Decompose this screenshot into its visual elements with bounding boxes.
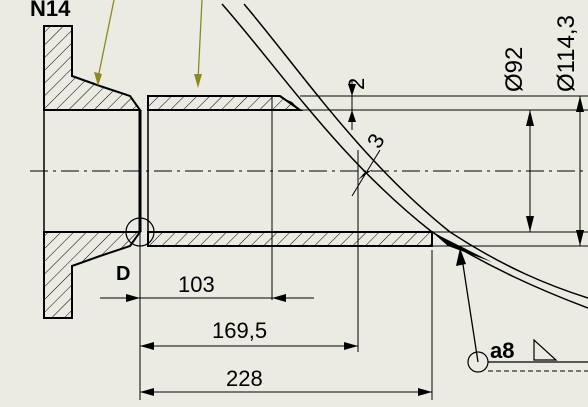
dim-thickness-3: 3 [362, 129, 390, 152]
detail-label: D [116, 263, 130, 285]
weld-leader [456, 248, 588, 373]
dim-103: 103 [178, 272, 215, 297]
nozzle-label: N14 [30, 0, 71, 21]
detail-circle [125, 217, 155, 247]
dim-gap-2: 2 [344, 78, 369, 90]
leader-lines [94, 0, 203, 88]
weld-size-label: a8 [490, 338, 514, 363]
vessel-shell [221, 3, 588, 309]
diameter-dimensions [300, 95, 588, 247]
dim-228: 228 [226, 366, 263, 391]
thickness-dimension [351, 149, 381, 197]
gap-dimension [348, 80, 356, 130]
length-dimension-lines [100, 294, 432, 396]
dim-169-5: 169,5 [212, 318, 267, 343]
dim-diameter-92: Ø92 [501, 47, 528, 92]
length-extension-lines [139, 96, 433, 400]
dim-diameter-114: Ø114,3 [553, 15, 580, 92]
flange [43, 25, 142, 319]
